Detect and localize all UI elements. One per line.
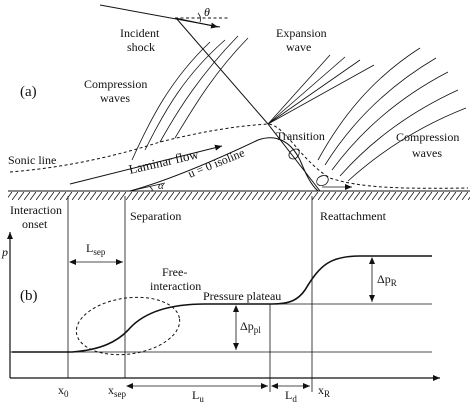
panel-b: p (b) Free- interaction Pressure plateau… — [1, 196, 440, 403]
sonic-line — [9, 123, 469, 189]
compression-waves-right-1: Compression — [396, 130, 459, 144]
left-compression-waves — [131, 35, 249, 161]
free-interaction-ellipse — [75, 296, 181, 356]
incident-shock-line — [175, 17, 269, 125]
transition-eddy-1 — [288, 148, 300, 160]
ld-label: Ld — [285, 388, 297, 403]
wall-hatching — [8, 192, 470, 200]
interaction-onset-label-1: Interaction — [10, 203, 62, 217]
incident-shock-label-1: Incident — [120, 26, 160, 40]
xr-label: xR — [318, 383, 330, 399]
separation-label: Separation — [130, 209, 181, 223]
pressure-plateau-label: Pressure plateau — [203, 289, 281, 303]
p-axis-label: p — [1, 245, 8, 259]
transition-eddy-2 — [316, 175, 329, 186]
panel-b-tag: (b) — [20, 288, 38, 304]
alpha-label: α — [158, 180, 164, 192]
expansion-wave-label-2: wave — [286, 40, 311, 54]
dp-r-label: ΔpR — [377, 272, 397, 288]
reflected-shock-line — [267, 123, 321, 192]
x0-label: x0 — [58, 383, 69, 399]
dp-pl-label: Δppl — [240, 319, 261, 335]
incident-shock-label-2: shock — [127, 40, 155, 54]
free-interaction-label-1: Free- — [162, 265, 187, 279]
alpha-line — [129, 182, 166, 192]
lsep-label: Lsep — [86, 241, 106, 257]
compression-waves-left-2: waves — [100, 91, 130, 105]
laminar-flow-arrow — [69, 144, 223, 185]
compression-waves-right-2: waves — [412, 146, 442, 160]
interaction-onset-label-2: onset — [22, 217, 48, 231]
transition-label: Transition — [276, 129, 325, 143]
lu-label: Lu — [192, 388, 204, 403]
u0-isoline — [129, 137, 319, 192]
reattachment-label: Reattachment — [320, 209, 387, 223]
theta-label: θ — [204, 5, 210, 19]
panel-a-tag: (a) — [20, 84, 37, 100]
expansion-wave-label-1: Expansion — [276, 26, 327, 40]
incident-shock-arrow — [174, 17, 219, 29]
free-interaction-label-2: interaction — [150, 279, 201, 293]
pressure-curve — [12, 255, 432, 353]
right-compression-waves — [317, 47, 467, 182]
compression-waves-left-1: Compression — [84, 77, 147, 91]
theta-arc — [197, 12, 202, 23]
expansion-fan — [267, 54, 375, 125]
xsep-label: xsep — [108, 383, 126, 399]
alpha-arc — [149, 186, 153, 192]
sonic-line-label: Sonic line — [8, 153, 56, 167]
panel-a: (a) θ Incident shock Compression waves — [8, 4, 470, 231]
